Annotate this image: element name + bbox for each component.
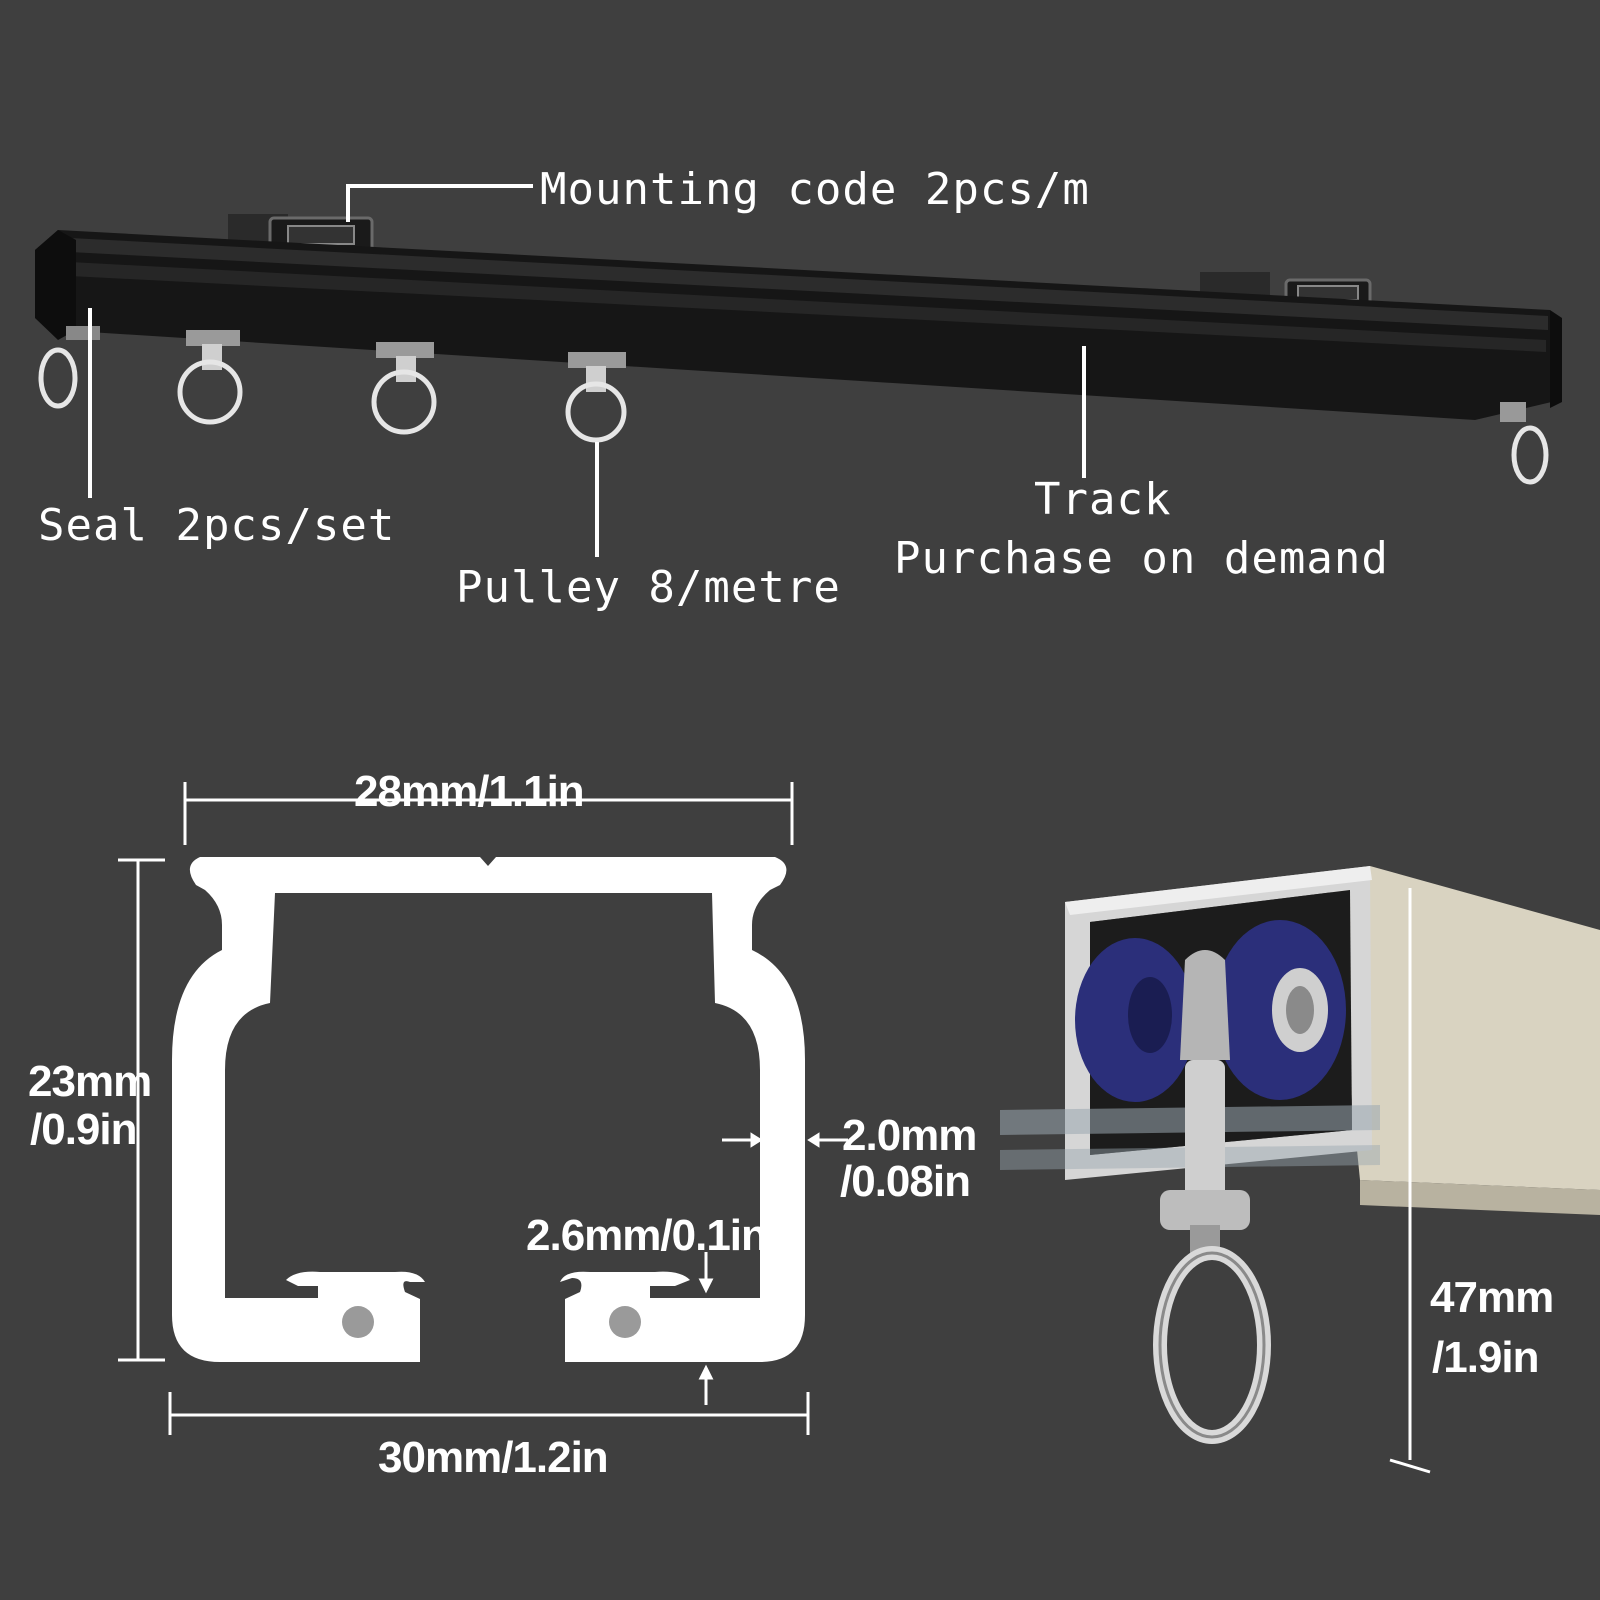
pulley-icon	[565, 352, 627, 443]
bottom-width-label: 30mm/1.2in	[378, 1433, 609, 1482]
wheel-left-icon	[1075, 938, 1195, 1102]
dimension-lip-icon	[698, 1252, 714, 1405]
wheel-right-icon	[1214, 920, 1346, 1100]
track-label: Track	[1034, 474, 1172, 525]
height-label-line1: 23mm	[28, 1057, 152, 1106]
track-subtitle-label: Purchase on demand	[894, 533, 1389, 584]
seal-end-right-icon	[1500, 402, 1549, 485]
dimension-top-width-icon	[183, 782, 794, 845]
lip-label: 2.6mm/0.1in	[526, 1211, 768, 1260]
track-body-icon	[35, 230, 1562, 420]
dimension-total-height-icon	[1389, 888, 1431, 1474]
dimension-wall-icon	[722, 1132, 848, 1148]
wall-label-line2: /0.08in	[840, 1157, 971, 1206]
track-profile-diagram	[118, 782, 848, 1435]
pulley-icon	[177, 330, 243, 425]
carriage-closeup-illustration	[1000, 866, 1600, 1474]
total-height-label-line1: 47mm	[1430, 1273, 1554, 1322]
dimension-bottom-width-icon	[168, 1392, 810, 1435]
curtain-track-illustration	[35, 184, 1562, 557]
pulley-label: Pulley 8/metre	[456, 562, 841, 613]
total-height-label-line2: /1.9in	[1432, 1333, 1539, 1382]
mounting-code-label: Mounting code 2pcs/m	[540, 164, 1090, 215]
pulley-icon	[371, 342, 437, 435]
height-label-line2: /0.9in	[30, 1105, 137, 1154]
dimension-height-icon	[118, 858, 165, 1362]
seal-label: Seal 2pcs/set	[38, 500, 396, 551]
mounting-code-leader	[346, 184, 533, 222]
profile-cross-section-icon	[172, 857, 805, 1362]
carriage-ring-icon	[1153, 1246, 1271, 1444]
top-width-label: 28mm/1.1in	[354, 767, 585, 816]
wall-label-line1: 2.0mm	[842, 1111, 977, 1160]
